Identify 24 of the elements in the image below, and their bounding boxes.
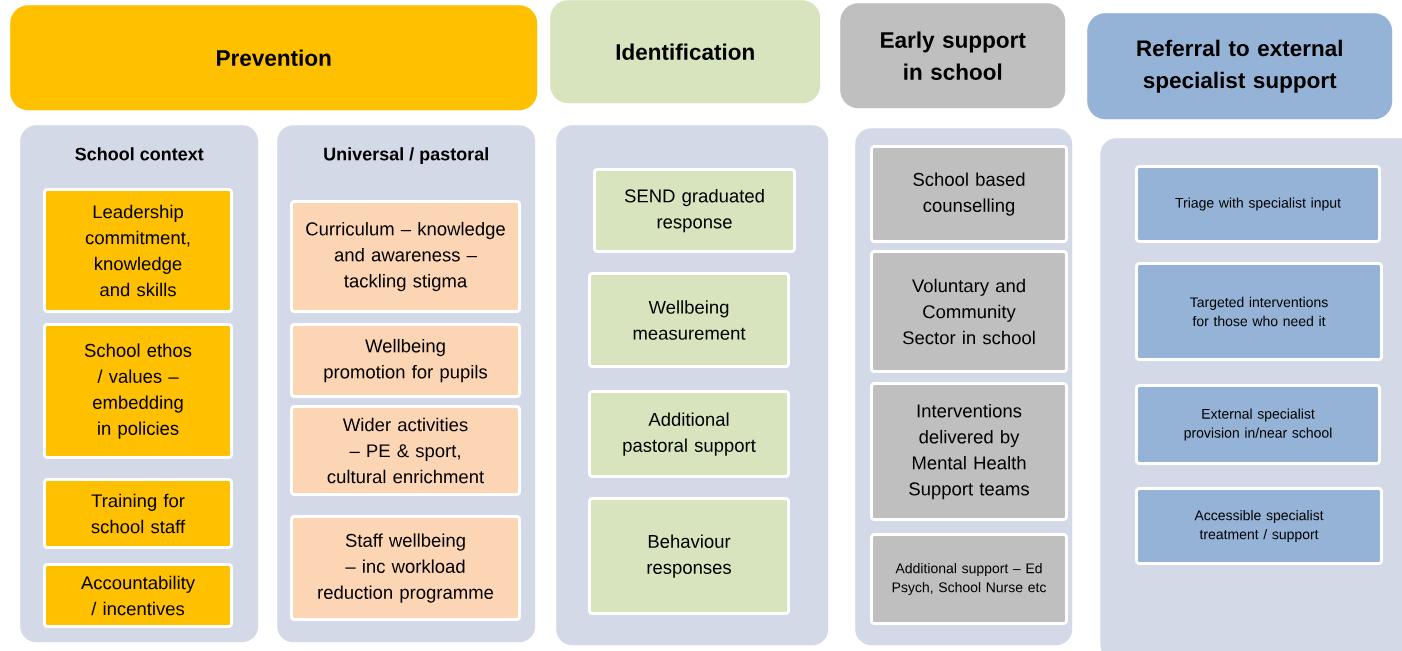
text-box: Training for school staff (43, 478, 233, 549)
text-box: School ethos / values – embedding in policies (43, 323, 233, 459)
text-box: Triage with specialist input (1135, 165, 1381, 243)
text-box: Accessible specialist treatment / support (1135, 487, 1383, 565)
text-box: Curriculum – knowledge and awareness – tackling stigma (290, 200, 521, 313)
text-box: Staff wellbeing – inc workload reduction programme (290, 515, 521, 621)
header-box: Identification (550, 0, 821, 104)
text-box: Wellbeing promotion for pupils (290, 323, 521, 398)
text-box: Voluntary and Community Sector in school (870, 250, 1068, 373)
text-box: Wellbeing measurement (588, 272, 790, 368)
text-box: Interventions delivered by Mental Health Support teams (870, 382, 1068, 521)
text-box: Additional pastoral support (588, 390, 790, 478)
header-box: Early support in school (840, 3, 1066, 109)
text-box: External specialist provision in/near school (1135, 384, 1381, 465)
header-box: Prevention (10, 5, 538, 111)
text-box: School based counselling (870, 145, 1068, 243)
text-box: Behaviour responses (588, 497, 790, 615)
text-box: Additional support – Ed Psych, School Nurse etc (870, 533, 1068, 625)
text-box: Accountability / incentives (43, 563, 233, 628)
text-box: Leadership commitment, knowledge and skills (43, 188, 233, 313)
header-box: Referral to external specialist support (1087, 13, 1393, 120)
text-box: Targeted interventions for those who need it (1135, 262, 1383, 361)
text-box: Wider activities – PE & sport, cultural enrichment (290, 405, 521, 496)
text-box: SEND graduated response (593, 168, 796, 253)
